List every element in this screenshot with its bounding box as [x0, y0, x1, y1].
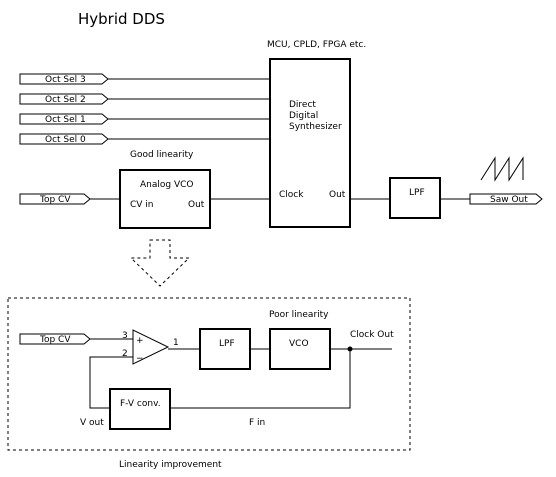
clock-out-label: Clock Out	[350, 330, 394, 340]
oct-sel-2-port: Oct Sel 2	[19, 93, 109, 105]
top-cv-port: Top CV	[19, 193, 91, 205]
dashed-down-arrow-icon	[129, 239, 191, 287]
analog-vco-title: Analog VCO	[140, 180, 193, 190]
dds-block	[269, 58, 351, 228]
good-linearity-label: Good linearity	[130, 150, 194, 160]
f-in-label: F in	[249, 418, 265, 428]
improvement-vco-block	[269, 328, 331, 370]
dds-header-label: MCU, CPLD, FPGA etc.	[267, 40, 366, 50]
improvement-vco-label: VCO	[289, 339, 309, 349]
oct-sel-0-port: Oct Sel 0	[19, 133, 109, 145]
linearity-improvement-caption: Linearity improvement	[119, 460, 222, 470]
analog-vco-out-label: Out	[188, 200, 205, 210]
analog-vco-cv-in-label: CV in	[130, 200, 154, 210]
improvement-lpf-label: LPF	[219, 339, 235, 349]
opamp-symbol	[132, 329, 170, 365]
oct-sel-1-label: Oct Sel 1	[45, 115, 86, 125]
saw-out-label: Saw Out	[490, 195, 528, 205]
analog-vco-block	[119, 169, 211, 229]
fv-to-opamp-feedback-wire	[89, 356, 133, 409]
oct-sel-1-port: Oct Sel 1	[19, 113, 109, 125]
poor-linearity-label: Poor linearity	[269, 310, 329, 320]
vco-to-fv-feedback-wire	[170, 349, 351, 409]
v-out-label: V out	[80, 418, 104, 428]
dds-label-digital: Digital	[289, 111, 318, 121]
improvement-top-cv-label: Top CV	[39, 335, 71, 345]
lpf-label: LPF	[409, 188, 425, 198]
opamp-plus-label: +	[136, 336, 144, 346]
oct-sel-0-label: Oct Sel 0	[45, 135, 86, 145]
fv-converter-label: F-V conv.	[120, 399, 161, 409]
dds-out-label: Out	[329, 190, 346, 200]
top-cv-label: Top CV	[39, 195, 71, 205]
improvement-lpf-block	[199, 328, 251, 370]
opamp-pin-1-label: 1	[173, 338, 179, 348]
sawtooth-waveform-icon	[480, 156, 524, 182]
oct-sel-3-label: Oct Sel 3	[45, 75, 86, 85]
saw-out-port: Saw Out	[469, 193, 543, 205]
opamp-minus-label: −	[136, 354, 144, 364]
linearity-improvement-frame	[7, 297, 411, 451]
diagram-title: Hybrid DDS	[78, 10, 165, 28]
opamp-pin-2-label: 2	[122, 349, 128, 359]
dds-label-direct: Direct	[289, 100, 316, 110]
dds-label-synthesizer: Synthesizer	[289, 122, 342, 132]
fv-converter-block	[109, 388, 171, 430]
dds-clock-label: Clock	[279, 190, 304, 200]
lpf-block	[389, 177, 441, 219]
oct-sel-2-label: Oct Sel 2	[45, 95, 86, 105]
opamp-pin-3-label: 3	[122, 331, 128, 341]
oct-sel-3-port: Oct Sel 3	[19, 73, 109, 85]
improvement-top-cv-port: Top CV	[19, 333, 91, 345]
